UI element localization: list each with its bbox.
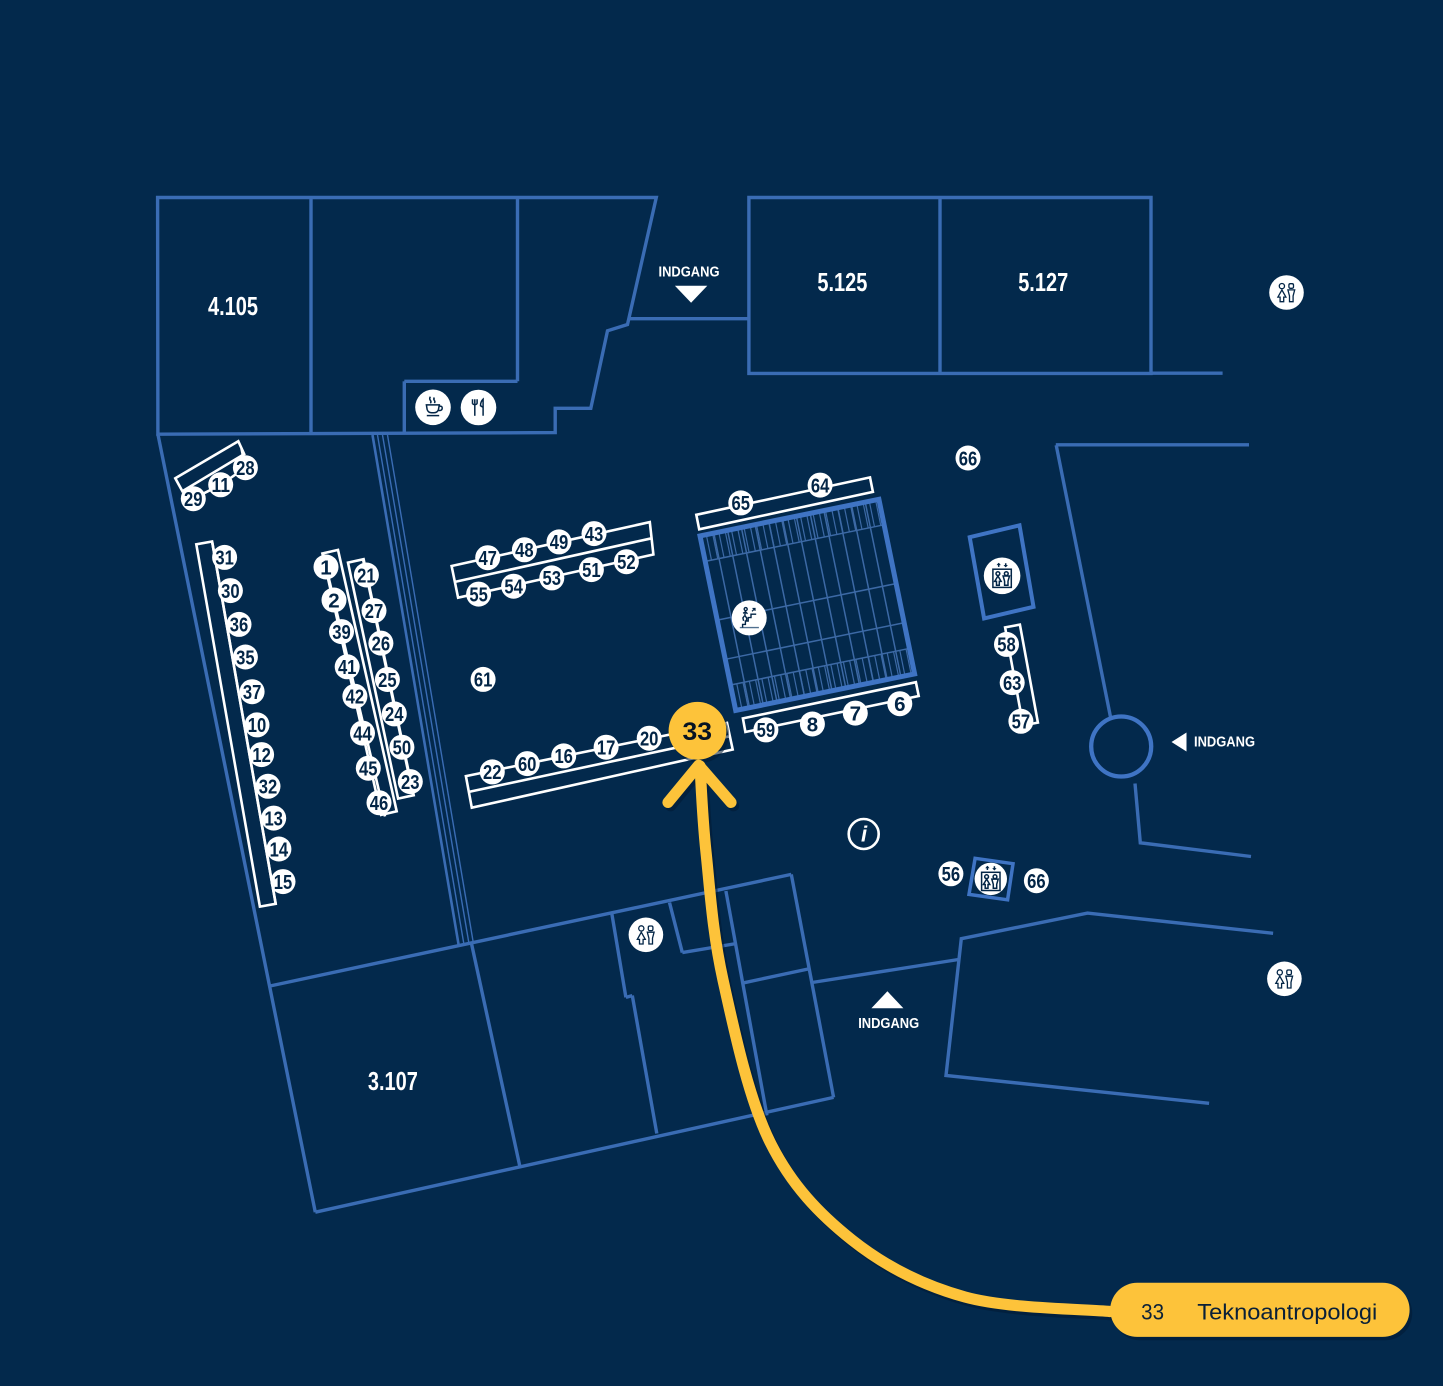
svg-text:7: 7	[850, 702, 861, 725]
svg-text:58: 58	[997, 634, 1016, 657]
svg-text:5.125: 5.125	[817, 269, 867, 297]
svg-text:27: 27	[365, 600, 384, 623]
svg-text:3.107: 3.107	[368, 1068, 418, 1096]
svg-text:25: 25	[378, 669, 397, 692]
svg-text:53: 53	[543, 567, 562, 590]
svg-text:47: 47	[478, 547, 497, 570]
svg-text:26: 26	[372, 632, 391, 655]
svg-text:21: 21	[357, 564, 376, 587]
svg-text:5.127: 5.127	[1018, 269, 1068, 297]
svg-text:13: 13	[264, 807, 283, 830]
svg-text:39: 39	[332, 621, 351, 644]
svg-text:INDGANG: INDGANG	[659, 265, 720, 281]
svg-text:65: 65	[732, 492, 751, 515]
svg-text:41: 41	[338, 656, 357, 679]
svg-text:INDGANG: INDGANG	[1194, 735, 1255, 751]
svg-text:48: 48	[515, 539, 534, 562]
svg-text:23: 23	[401, 771, 420, 794]
svg-text:24: 24	[385, 703, 404, 726]
svg-text:49: 49	[550, 531, 569, 554]
svg-text:15: 15	[274, 871, 293, 894]
svg-text:30: 30	[221, 580, 240, 603]
svg-text:66: 66	[959, 447, 978, 470]
svg-text:51: 51	[582, 559, 601, 582]
svg-text:6: 6	[894, 693, 905, 716]
svg-text:32: 32	[259, 776, 278, 799]
svg-text:1: 1	[320, 556, 331, 579]
svg-text:8: 8	[807, 713, 818, 736]
svg-text:INDGANG: INDGANG	[858, 1016, 919, 1032]
svg-text:42: 42	[346, 686, 365, 709]
svg-text:35: 35	[236, 646, 255, 669]
svg-text:44: 44	[353, 722, 372, 745]
svg-text:37: 37	[243, 681, 262, 704]
svg-text:11: 11	[211, 474, 230, 497]
svg-text:29: 29	[184, 488, 203, 511]
svg-text:33: 33	[683, 718, 713, 746]
svg-text:2: 2	[328, 589, 339, 612]
svg-text:56: 56	[942, 863, 961, 886]
svg-text:12: 12	[252, 744, 271, 767]
svg-text:16: 16	[554, 745, 573, 768]
svg-text:54: 54	[504, 576, 523, 599]
svg-text:43: 43	[585, 523, 604, 546]
svg-text:45: 45	[359, 758, 378, 781]
svg-text:55: 55	[469, 583, 488, 606]
svg-text:22: 22	[483, 761, 502, 784]
svg-text:28: 28	[236, 457, 255, 480]
svg-text:50: 50	[393, 737, 412, 760]
svg-text:60: 60	[518, 753, 537, 776]
svg-text:33: 33	[1141, 1300, 1164, 1325]
svg-text:17: 17	[597, 737, 616, 760]
svg-text:31: 31	[215, 547, 234, 570]
svg-text:61: 61	[474, 669, 493, 692]
svg-text:14: 14	[270, 838, 289, 861]
svg-text:66: 66	[1027, 870, 1046, 893]
svg-text:20: 20	[640, 728, 659, 751]
svg-text:63: 63	[1003, 672, 1022, 695]
svg-text:Teknoantropologi: Teknoantropologi	[1197, 1300, 1377, 1325]
svg-text:57: 57	[1012, 711, 1031, 734]
svg-text:64: 64	[811, 474, 830, 497]
svg-text:36: 36	[230, 614, 249, 637]
svg-text:52: 52	[617, 551, 636, 574]
svg-text:46: 46	[370, 792, 389, 815]
svg-text:i: i	[861, 822, 868, 847]
svg-text:59: 59	[757, 719, 776, 742]
svg-text:10: 10	[248, 714, 267, 737]
svg-text:4.105: 4.105	[208, 293, 258, 321]
